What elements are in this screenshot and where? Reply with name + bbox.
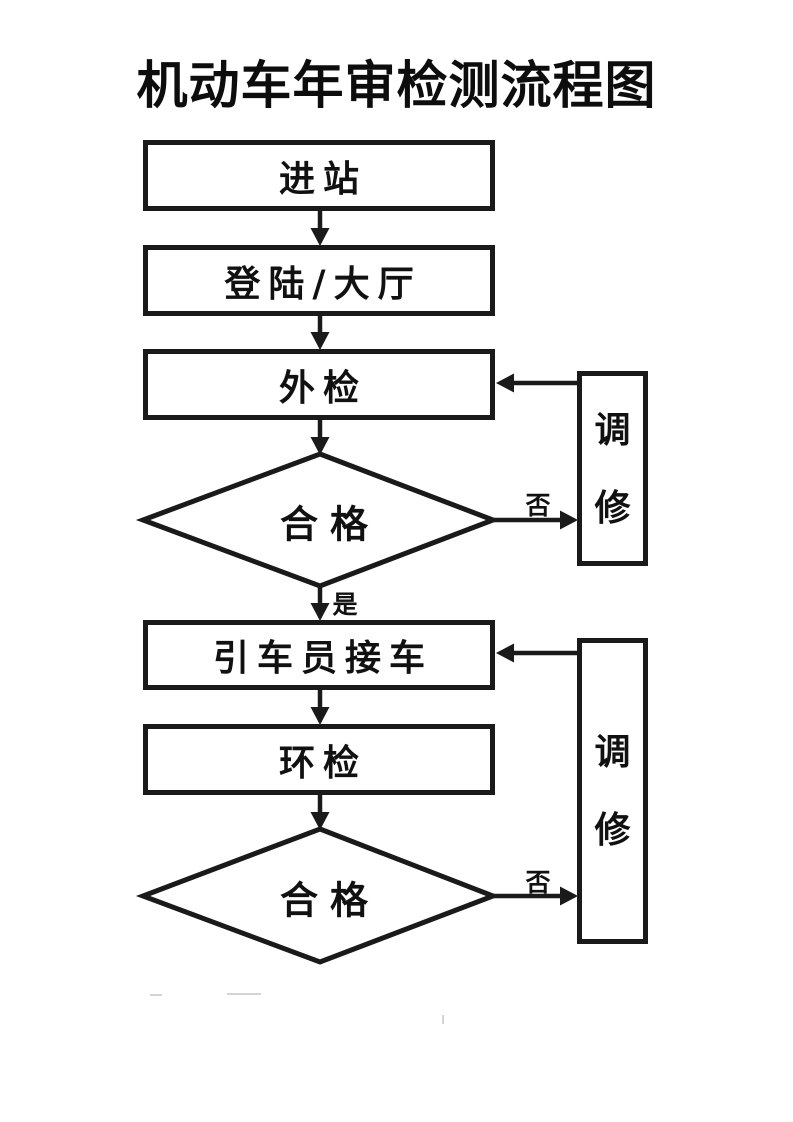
arrowhead-down-icon xyxy=(310,812,330,830)
scan-artifact xyxy=(150,994,162,996)
node-environment-inspection-label: 环检 xyxy=(278,741,367,784)
node-driver-pickup: 引车员接车 xyxy=(143,620,495,690)
node-enter-station: 进站 xyxy=(143,140,495,211)
arrowhead-right-icon xyxy=(560,510,578,530)
arrowhead-down-icon xyxy=(310,603,330,621)
node-environment-inspection: 环检 xyxy=(143,724,495,795)
decision-environment-label: 合格 xyxy=(279,877,381,923)
node-repair-environment-label: 调修 xyxy=(594,731,631,851)
arrowhead-left-icon xyxy=(496,643,514,663)
node-login-hall: 登陆/大厅 xyxy=(143,245,495,316)
node-repair-external-label: 调修 xyxy=(594,408,631,529)
edge-label-no-external: 否 xyxy=(525,491,551,520)
node-driver-pickup-label: 引车员接车 xyxy=(212,637,433,679)
scan-artifact xyxy=(227,993,261,995)
edge-label-yes-external: 是 xyxy=(332,590,358,619)
arrowhead-right-icon xyxy=(560,886,578,906)
arrowhead-left-icon xyxy=(496,373,514,393)
decision-diamond-environment xyxy=(135,826,500,965)
arrowhead-down-icon xyxy=(310,228,330,246)
node-repair-environment: 调修 xyxy=(577,638,648,944)
node-external-inspection: 外检 xyxy=(143,349,495,420)
arrowhead-down-icon xyxy=(310,707,330,725)
page-title: 机动车年审检测流程图 xyxy=(136,57,657,116)
decision-diamond-external xyxy=(135,451,501,589)
node-login-hall-label: 登陆/大厅 xyxy=(224,262,422,305)
node-repair-external: 调修 xyxy=(577,371,648,566)
node-enter-station-label: 进站 xyxy=(278,157,367,200)
arrowhead-down-icon xyxy=(310,437,330,455)
arrowhead-down-icon xyxy=(310,332,330,350)
edge-label-no-environment: 否 xyxy=(525,868,551,897)
scan-artifact xyxy=(442,1015,444,1024)
decision-external-label: 合格 xyxy=(279,501,381,547)
node-external-inspection-label: 外检 xyxy=(278,366,367,409)
